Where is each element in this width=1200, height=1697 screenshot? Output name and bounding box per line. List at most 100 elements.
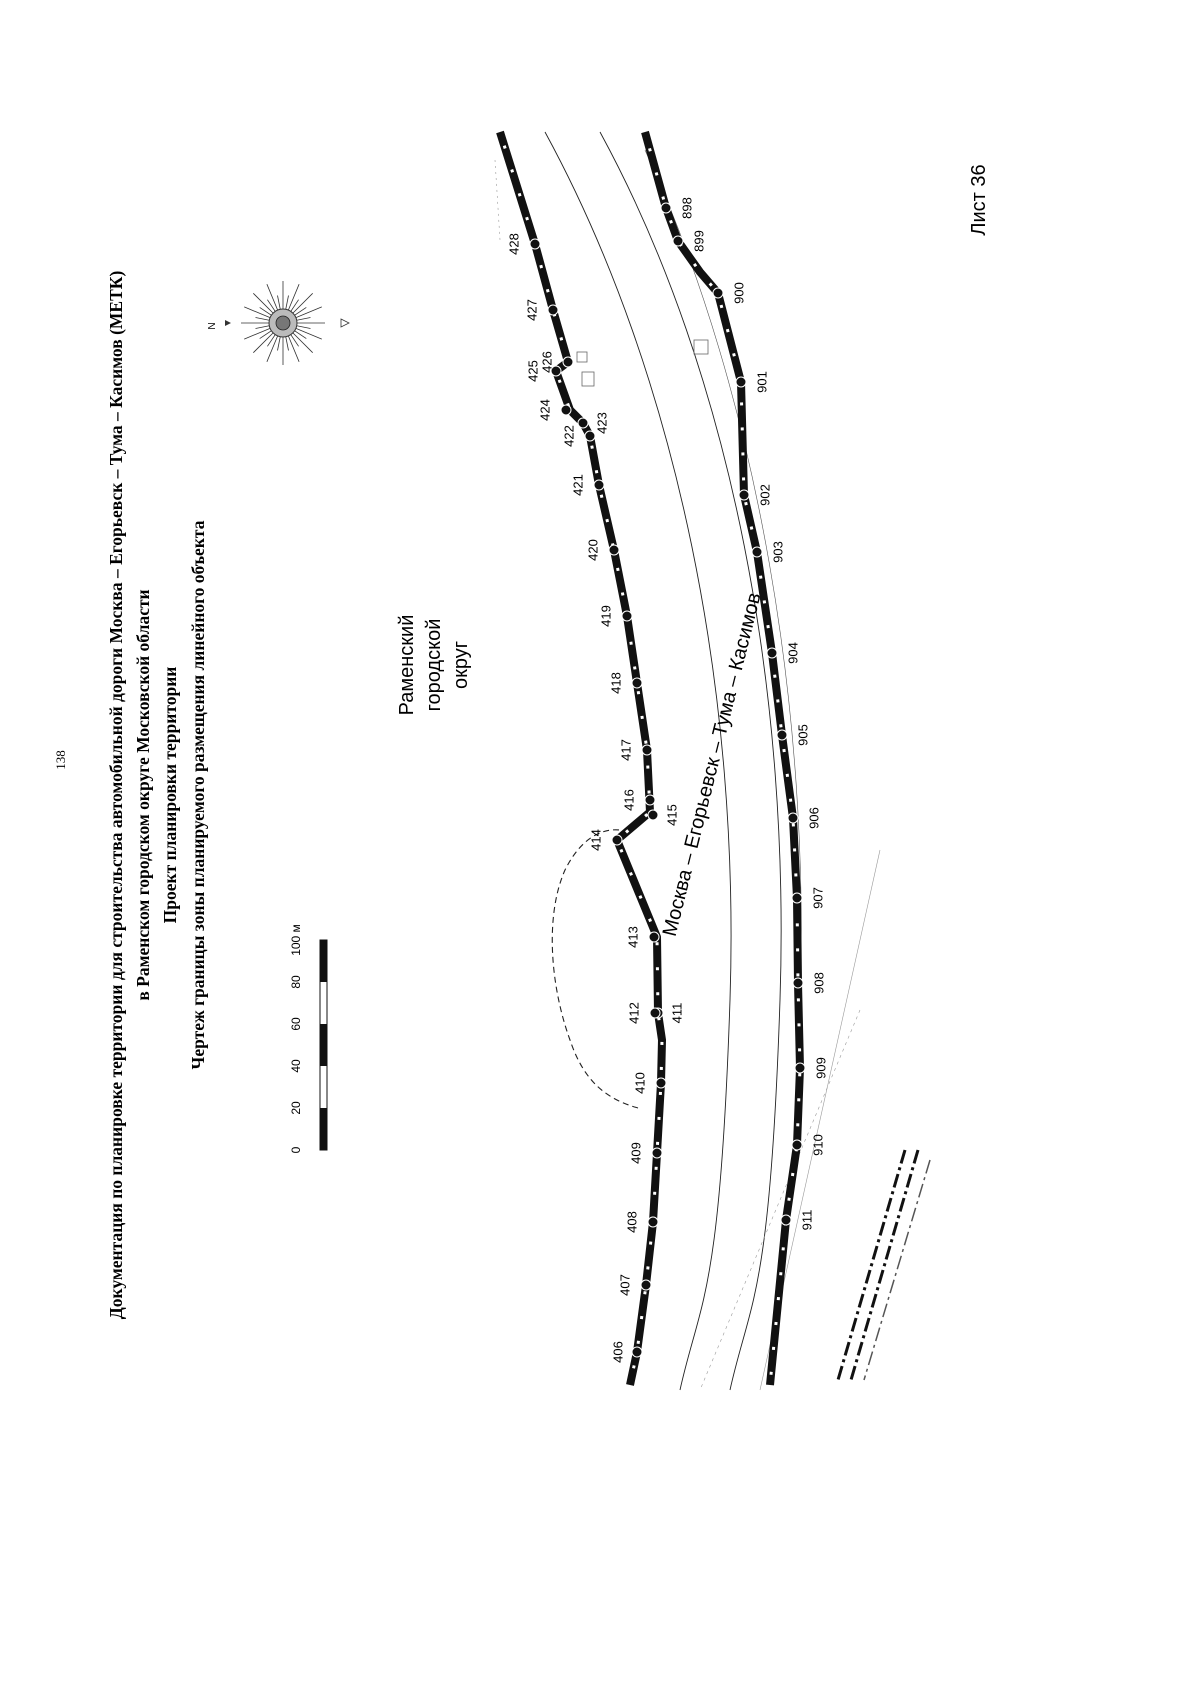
lower-point-marker — [660, 202, 672, 214]
lower-point-marker — [776, 729, 788, 741]
upper-point-marker — [550, 365, 562, 377]
lower-boundary-line — [641, 130, 806, 1386]
lower-point-marker — [672, 235, 684, 247]
lower-point-marker — [780, 1214, 792, 1226]
building-outlines — [576, 339, 709, 387]
upper-point-marker — [593, 479, 605, 491]
upper-point-label: 421 — [570, 474, 585, 496]
scale-tick-label: 40 — [289, 1059, 303, 1073]
district-label-line-3: округ — [450, 641, 472, 689]
title-line-3: Проект планировки территории — [160, 667, 180, 924]
upper-point-marker — [651, 1147, 663, 1159]
upper-point-label: 408 — [624, 1211, 639, 1233]
sheet-label: Лист 36 — [968, 164, 990, 235]
upper-point-label: 415 — [664, 804, 679, 826]
lower-point-label: 901 — [754, 371, 769, 393]
upper-point-marker — [611, 834, 623, 846]
upper-point-marker — [560, 404, 572, 416]
dashed-boundary-line — [551, 829, 639, 1109]
upper-point-label: 424 — [537, 399, 552, 421]
lower-point-label: 911 — [799, 1210, 814, 1231]
page-number: 138 — [53, 750, 68, 770]
upper-point-label: 409 — [628, 1142, 643, 1164]
upper-point-marker — [649, 1007, 661, 1019]
upper-point-marker — [631, 677, 643, 689]
lower-point-marker — [787, 812, 799, 824]
upper-point-label: 406 — [610, 1341, 625, 1363]
upper-point-marker — [641, 744, 653, 756]
lower-point-label: 906 — [806, 807, 821, 829]
upper-point-label: 428 — [506, 233, 521, 255]
title-line-4: Чертеж границы зоны планируемого размеще… — [188, 520, 208, 1069]
lower-point-marker — [766, 647, 778, 659]
scale-tick-label: 80 — [289, 975, 303, 989]
upper-point-label: 419 — [598, 605, 613, 627]
lower-point-label: 905 — [795, 724, 810, 746]
district-label-line-2: городской — [423, 619, 445, 712]
lower-point-marker — [791, 1139, 803, 1151]
upper-point-marker — [577, 417, 589, 429]
lower-point-label: 900 — [731, 282, 746, 304]
upper-point-marker — [644, 794, 656, 806]
compass-north-label: N — [207, 322, 218, 329]
upper-point-label: 411 — [669, 1003, 684, 1024]
upper-point-marker — [647, 809, 659, 821]
lower-point-marker — [735, 376, 747, 388]
lower-point-label: 903 — [770, 541, 785, 563]
compass-rose-icon: N — [207, 281, 350, 365]
upper-point-marker — [631, 1346, 643, 1358]
upper-boundary-line — [496, 130, 667, 1386]
upper-point-marker — [640, 1279, 652, 1291]
lower-point-label: 910 — [810, 1134, 825, 1156]
upper-point-label: 422 — [561, 425, 576, 447]
upper-point-label: 414 — [588, 829, 603, 851]
title-block: Документация по планировке территории дл… — [106, 271, 208, 1320]
upper-point-marker — [648, 931, 660, 943]
upper-point-label: 417 — [618, 739, 633, 761]
lower-point-marker — [792, 977, 804, 989]
district-label: Раменский городской округ — [396, 615, 472, 716]
lower-point-label: 908 — [811, 972, 826, 994]
upper-point-marker — [655, 1077, 667, 1089]
road-name-label: Москва – Егорьевск – Тума – Касимов — [659, 590, 766, 938]
background-survey-lines — [494, 159, 881, 1391]
lower-point-label: 902 — [757, 484, 772, 506]
lower-point-marker — [751, 546, 763, 558]
scale-bar: 0 20 40 60 80 100 м — [289, 924, 328, 1153]
upper-point-label: 413 — [625, 926, 640, 948]
upper-point-label: 420 — [585, 539, 600, 561]
upper-point-marker — [647, 1216, 659, 1228]
upper-point-label: 426 — [539, 351, 554, 373]
upper-point-label: 418 — [608, 672, 623, 694]
title-line-2: в Раменском городском округе Московской … — [133, 589, 153, 1000]
upper-point-label: 410 — [632, 1072, 647, 1094]
upper-point-marker — [547, 304, 559, 316]
lower-point-label: 899 — [691, 230, 706, 252]
lower-point-marker — [791, 892, 803, 904]
road-edge-lines — [544, 131, 802, 1391]
upper-point-marker — [529, 238, 541, 250]
upper-point-marker — [584, 430, 596, 442]
upper-point-label: 412 — [626, 1002, 641, 1024]
lower-point-label: 907 — [810, 887, 825, 909]
lower-point-label: 909 — [813, 1057, 828, 1079]
scale-tick-label: 20 — [289, 1101, 303, 1115]
scale-tick-label: 100 м — [289, 924, 303, 956]
lower-point-label: 904 — [785, 642, 800, 664]
lower-point-label: 898 — [679, 197, 694, 219]
lower-point-marker — [794, 1062, 806, 1074]
upper-point-label: 407 — [617, 1274, 632, 1296]
lower-point-marker — [712, 287, 724, 299]
scale-tick-label: 60 — [289, 1017, 303, 1031]
lower-point-marker — [738, 489, 750, 501]
upper-point-label: 427 — [524, 299, 539, 321]
upper-point-label: 416 — [621, 789, 636, 811]
district-label-line-1: Раменский — [396, 615, 418, 716]
upper-point-label: 423 — [594, 412, 609, 434]
upper-point-marker — [562, 356, 574, 368]
upper-point-marker — [621, 610, 633, 622]
title-line-1: Документация по планировке территории дл… — [106, 271, 126, 1320]
scale-tick-label: 0 — [289, 1146, 303, 1153]
railway-tracks — [836, 1149, 931, 1381]
